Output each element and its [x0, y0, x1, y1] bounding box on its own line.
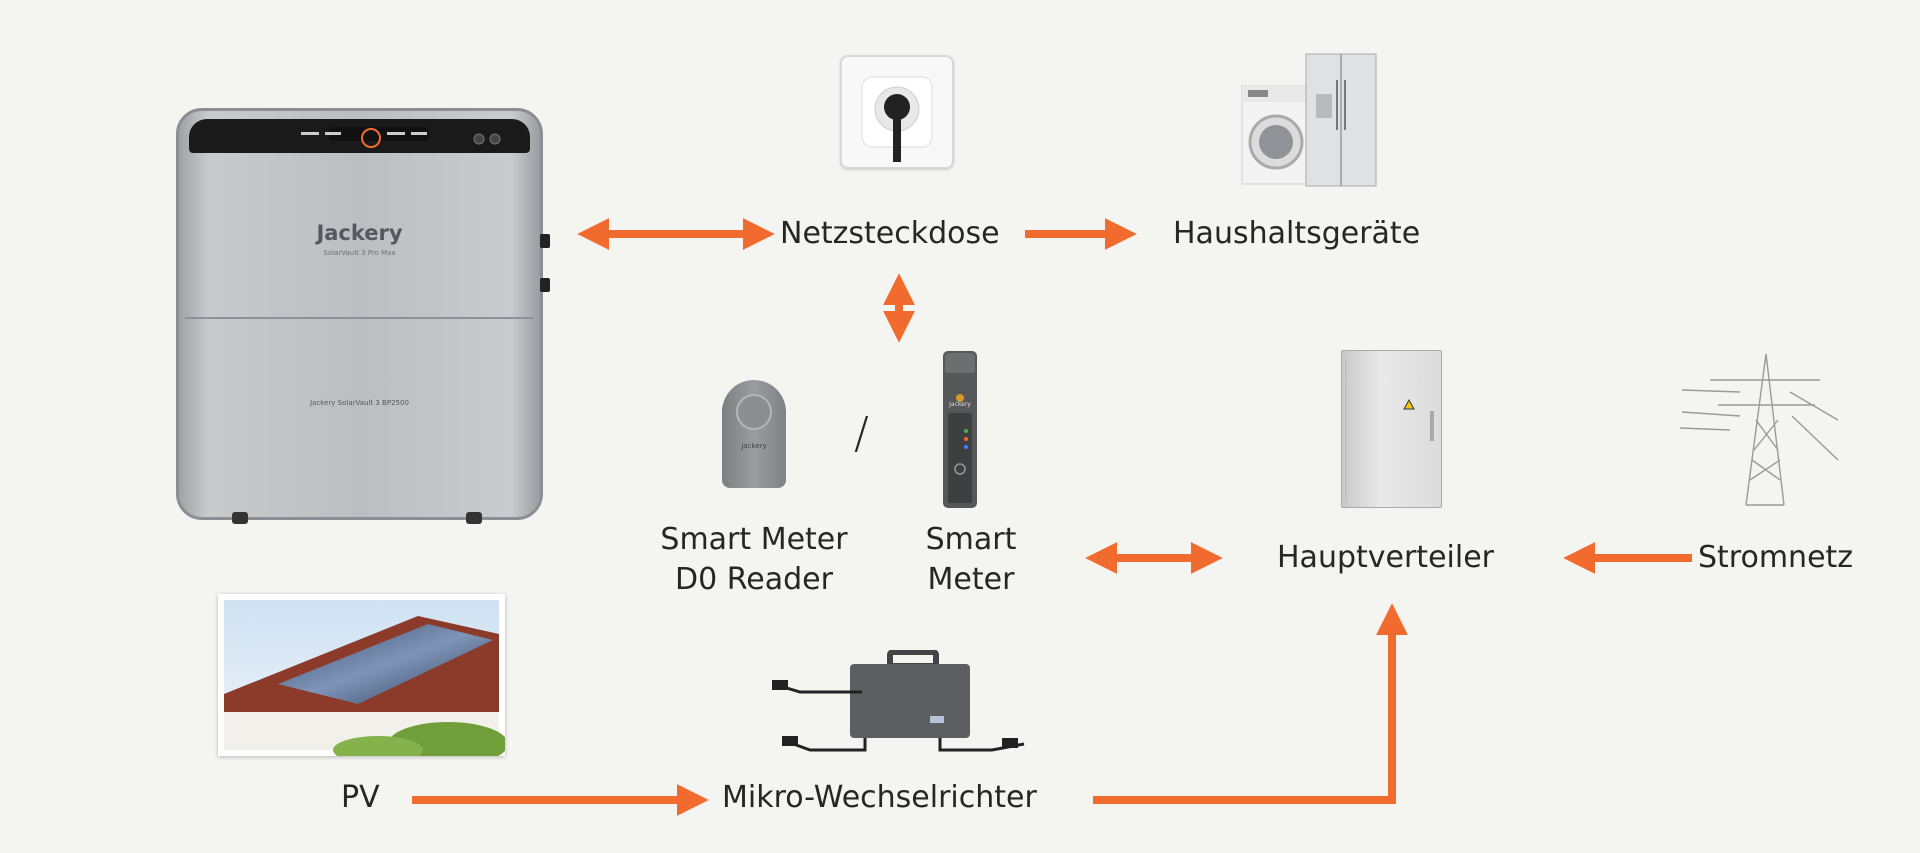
- meter-logo: Jackery: [949, 401, 971, 408]
- label-smart-meter-reader: Smart Meter D0 Reader: [640, 520, 868, 600]
- smart-meter-icon: Jackery: [943, 351, 977, 508]
- label-pv: PV: [341, 780, 380, 815]
- power-pylon-icon: [1679, 350, 1840, 510]
- label-smart-meter: Smart Meter: [900, 520, 1042, 600]
- battery-foot: [232, 512, 248, 524]
- label-smart-meter-line2: Meter: [927, 562, 1015, 597]
- reader-logo: Jackery: [741, 442, 767, 450]
- battery-logo: Jackery: [316, 221, 403, 245]
- battery-model-bottom: Jackery SolarVault 3 BP2500: [310, 399, 409, 407]
- label-smart-meter-reader-line1: Smart Meter: [660, 522, 848, 557]
- label-hauptverteiler: Hauptverteiler: [1277, 540, 1494, 575]
- battery-icon: Jackery SolarVault 3 Pro Max Jackery Sol…: [176, 108, 550, 528]
- smart-meter-reader-icon: Jackery: [722, 380, 786, 488]
- label-smart-meter-line1: Smart: [925, 522, 1017, 557]
- battery-port: [540, 278, 550, 292]
- label-smart-meter-reader-line2: D0 Reader: [675, 562, 833, 597]
- micro-inverter-icon: [770, 649, 1028, 760]
- distribution-cabinet-icon: [1341, 350, 1442, 508]
- label-mikro-wechselrichter: Mikro-Wechselrichter: [722, 780, 1037, 815]
- wall-socket-icon: [840, 55, 954, 169]
- arrow-inverter-hauptverteiler: [1093, 603, 1408, 804]
- appliances-icon: [1240, 50, 1378, 190]
- battery-display: [189, 119, 530, 153]
- battery-divider: [185, 317, 534, 319]
- separator-slash: /: [854, 408, 869, 459]
- solar-roof-photo: [218, 594, 505, 756]
- label-haushaltsgeraete: Haushaltsgeräte: [1173, 216, 1421, 251]
- battery-model-top: SolarVault 3 Pro Max: [323, 249, 396, 257]
- battery-port: [540, 234, 550, 248]
- label-stromnetz: Stromnetz: [1698, 540, 1854, 575]
- label-netzsteckdose: Netzsteckdose: [780, 216, 1000, 251]
- battery-foot: [466, 512, 482, 524]
